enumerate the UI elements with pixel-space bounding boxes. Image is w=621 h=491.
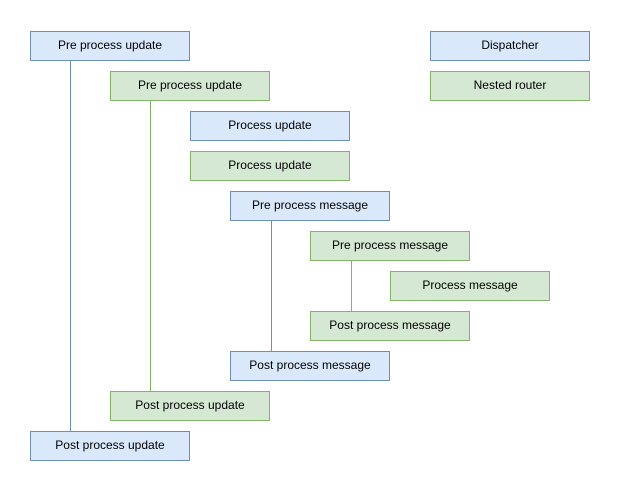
node-pre-process-update[interactable]: Pre process update xyxy=(30,31,190,61)
node-post-process-update[interactable]: Post process update xyxy=(30,431,190,461)
legend-item-nested-router[interactable]: Nested router xyxy=(430,71,590,101)
node-pre-process-message[interactable]: Pre process message xyxy=(230,191,390,221)
node-post-process-message[interactable]: Post process message xyxy=(230,351,390,381)
node-process-update[interactable]: Process update xyxy=(190,151,350,181)
node-pre-process-update[interactable]: Pre process update xyxy=(110,71,270,101)
connector-line xyxy=(351,261,352,311)
node-pre-process-message[interactable]: Pre process message xyxy=(310,231,470,261)
node-post-process-update[interactable]: Post process update xyxy=(110,391,270,421)
node-process-message[interactable]: Process message xyxy=(390,271,550,301)
connector-line xyxy=(271,221,272,351)
connector-line xyxy=(150,101,151,391)
legend-item-dispatcher[interactable]: Dispatcher xyxy=(430,31,590,61)
node-post-process-message[interactable]: Post process message xyxy=(310,311,470,341)
connector-line xyxy=(70,61,71,431)
node-process-update[interactable]: Process update xyxy=(190,111,350,141)
